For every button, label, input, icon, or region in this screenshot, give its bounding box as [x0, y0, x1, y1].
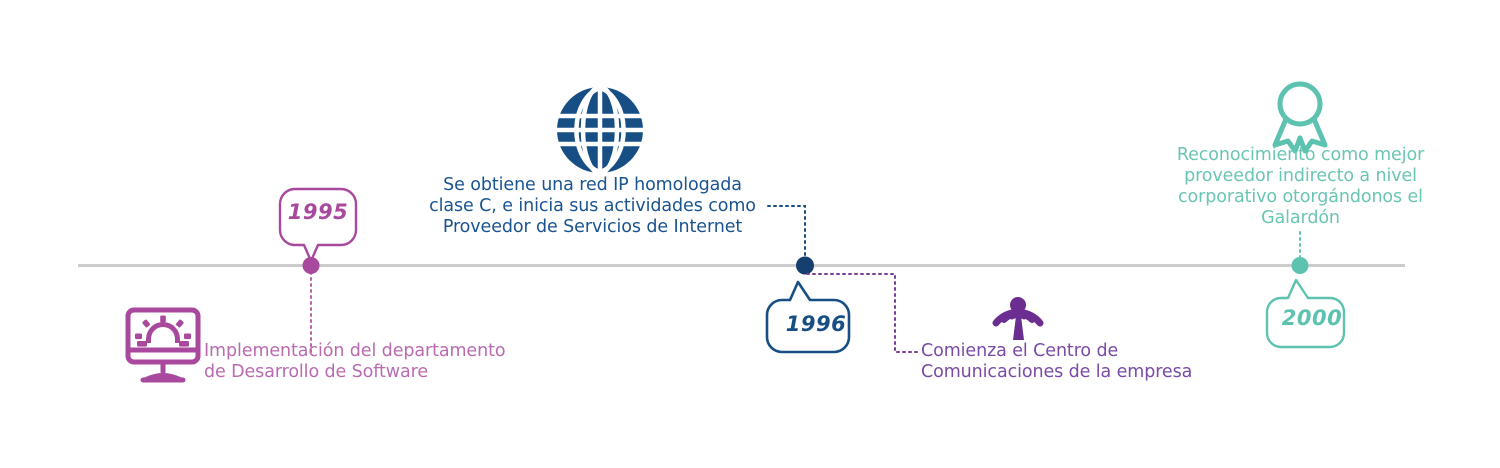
globe-icon — [553, 84, 647, 176]
event-description-1995: Implementación del departamento de Desar… — [204, 341, 506, 382]
year-bubble-1996[interactable] — [765, 280, 851, 354]
award-ribbon-icon — [1272, 81, 1328, 154]
connector-comunicaciones — [806, 273, 918, 353]
timeline-node-2000[interactable] — [1291, 257, 1309, 274]
timeline-node-1995[interactable] — [302, 257, 320, 274]
year-bubble-2000[interactable] — [1265, 278, 1346, 349]
connector-1996-internet — [767, 205, 806, 259]
timeline-node-1996-internet[interactable] — [796, 256, 814, 275]
gear-icon — [135, 315, 191, 347]
event-1996-internet-group — [553, 84, 851, 354]
event-description-comunicaciones: Comienza el Centro de Comunicaciones de … — [921, 341, 1193, 382]
broadcast-antenna-icon — [992, 297, 1044, 340]
event-1995-group — [125, 187, 358, 383]
year-bubble-1995[interactable] — [278, 187, 358, 263]
event-2000-group — [1265, 81, 1346, 349]
event-1996-comunicaciones-group — [806, 273, 1044, 353]
year-label-1996: 1996 — [785, 312, 847, 336]
year-label-2000: 2000 — [1281, 306, 1343, 330]
monitor-gear-icon — [125, 307, 201, 383]
event-description-2000: Reconocimiento como mejor proveedor indi… — [1176, 145, 1425, 228]
event-description-1996-internet: Se obtiene una red IP homologada clase C… — [429, 175, 756, 237]
year-label-1995: 1995 — [287, 200, 349, 224]
